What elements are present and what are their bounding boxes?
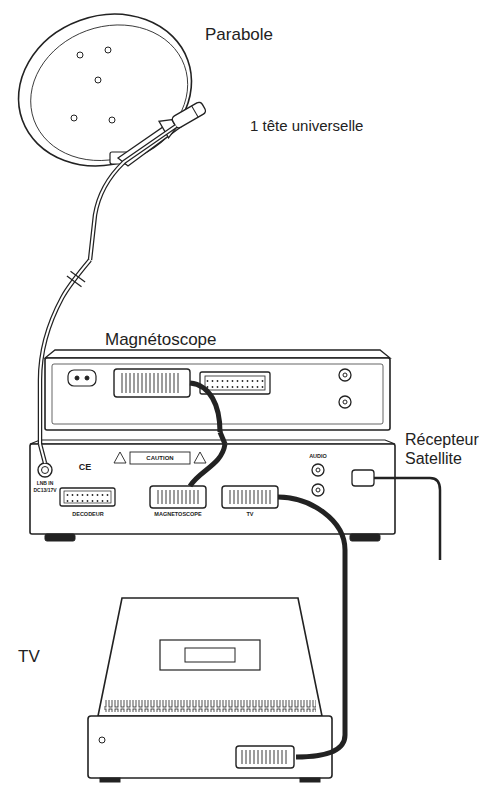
coax-cable [40,260,90,444]
receiver-node: Récepteur Satellite [30,444,481,550]
device-label: TV [18,647,40,667]
scart-cable [278,497,345,550]
socket-label: TV [246,512,253,518]
tv-illustration [88,598,332,782]
warning-label: CAUTION [146,455,173,461]
socket-label: DC13/17V [33,488,56,493]
coax-cable [90,126,176,260]
scart-cable [343,550,348,585]
vcr-node: Magnétoscope [45,330,390,432]
scart-cable [296,585,345,757]
part-label: 1 tête universelle [250,118,363,133]
scart-cable [220,432,225,444]
dish-node: Parabole [10,5,275,260]
socket-label: LNB IN [37,481,54,486]
receiver-illustration [30,440,395,541]
socket-label: AUDIO [309,454,327,460]
mark-label: CE [79,463,92,472]
device-label: Parabole [205,25,273,45]
tv-node: TV [10,585,360,782]
socket-label: DECODEUR [72,512,103,518]
power-cord [374,478,440,560]
cable-break-mark [67,271,85,286]
scart-cable [190,444,225,486]
coax-outline [40,260,90,444]
dish-illustration [0,0,213,190]
device-label: Magnétoscope [105,330,217,350]
socket-label: MAGNETOSCOPE [154,512,201,518]
coax-cable [40,444,45,463]
device-label: Récepteur Satellite [405,430,479,468]
scart-cable [190,383,220,432]
